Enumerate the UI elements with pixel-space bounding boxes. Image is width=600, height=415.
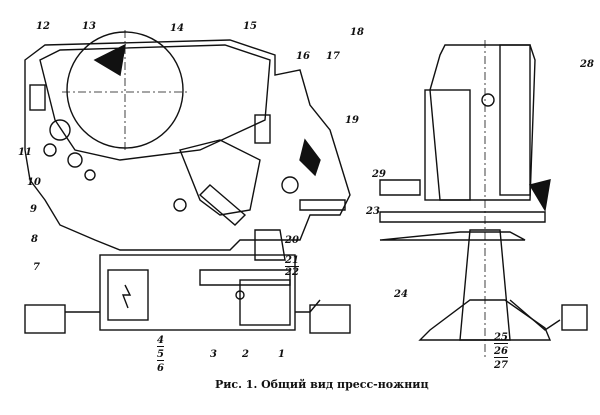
front-view-housing	[24, 39, 351, 251]
label-15: 15	[243, 21, 257, 32]
label-27: 27	[494, 360, 508, 371]
label-18: 18	[350, 27, 364, 38]
figure-caption: Рис. 1. Общий вид пресс-ножниц	[215, 378, 429, 391]
side-foot	[561, 304, 588, 331]
side-view-housing	[429, 44, 536, 201]
label-6: 6	[157, 363, 164, 374]
base-frame	[99, 254, 296, 331]
label-8: 8	[31, 234, 38, 245]
label-24: 24	[394, 289, 408, 300]
label-22: 22	[285, 267, 299, 278]
label-7: 7	[33, 262, 40, 273]
label-16: 16	[296, 51, 310, 62]
label-20: 20	[285, 235, 299, 246]
label-23: 23	[366, 206, 380, 217]
top-cover	[39, 44, 271, 161]
label-10: 10	[27, 177, 41, 188]
label-9: 9	[30, 204, 37, 215]
left-foot	[24, 304, 66, 334]
right-foot	[309, 304, 351, 334]
label-17: 17	[326, 51, 340, 62]
label-12: 12	[36, 21, 50, 32]
label-26: 26	[494, 346, 508, 358]
label-2: 2	[242, 349, 249, 360]
label-29: 29	[372, 169, 386, 180]
label-19: 19	[345, 115, 359, 126]
label-13: 13	[82, 21, 96, 32]
label-21: 21	[285, 255, 299, 267]
label-25: 25	[494, 332, 508, 344]
label-5: 5	[157, 349, 164, 361]
label-1: 1	[278, 349, 285, 360]
label-4: 4	[157, 335, 164, 347]
label-3: 3	[210, 349, 217, 360]
label-11: 11	[18, 147, 32, 158]
label-28: 28	[580, 59, 594, 70]
label-14: 14	[170, 23, 184, 34]
